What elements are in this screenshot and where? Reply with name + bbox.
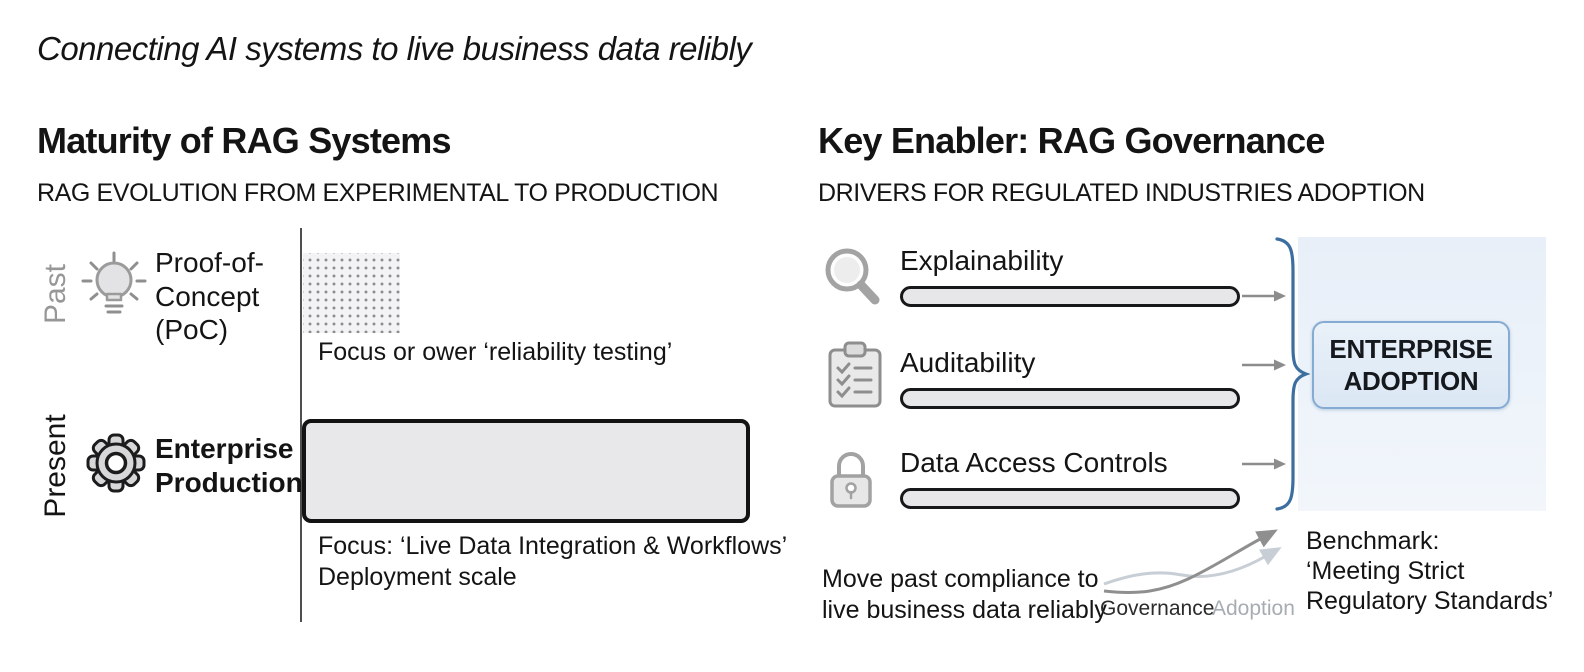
benchmark-note: Benchmark: ‘Meeting Strict Regulatory St… — [1306, 527, 1554, 615]
left-section-subtitle: RAG EVOLUTION FROM EXPERIMENTAL TO PRODU… — [37, 179, 719, 207]
legend-adoption: Adoption — [1212, 597, 1295, 620]
arrow-right-icon — [1242, 290, 1286, 302]
padlock-icon — [830, 452, 872, 508]
right-section-subtitle: DRIVERS FOR REGULATED INDUSTRIES ADOPTIO… — [818, 179, 1425, 207]
enterprise-production-caption: Focus: ‘Live Data Integration & Workflow… — [318, 532, 788, 591]
poc-bar-dotted — [303, 253, 400, 333]
driver-bar-data-access-controls — [900, 488, 1240, 509]
clipboard-checklist-icon — [828, 341, 882, 408]
magnifier-icon — [825, 248, 880, 305]
timeline-axis — [300, 228, 302, 622]
governance-adoption-trend-chart — [1103, 529, 1282, 594]
enterprise-production-label: Enterprise Production — [155, 433, 303, 498]
right-section-title: Key Enabler: RAG Governance — [818, 120, 1325, 161]
era-label-present: Present — [39, 414, 72, 518]
arrow-right-icon — [1242, 458, 1286, 470]
footer-note: Move past compliance to live business da… — [822, 565, 1107, 624]
legend-governance: Governance — [1100, 597, 1215, 620]
arrow-right-icon — [1242, 359, 1286, 371]
driver-bar-explainability — [900, 286, 1240, 307]
enterprise-adoption-box: ENTERPRISE ADOPTION — [1312, 321, 1510, 409]
lightbulb-icon — [81, 251, 147, 314]
poc-label: Proof-of- Concept (PoC) — [155, 247, 264, 346]
gear-icon — [86, 433, 146, 493]
curly-brace — [1275, 237, 1310, 511]
enterprise-production-bar — [302, 419, 750, 523]
driver-label-auditability: Auditability — [900, 347, 1036, 378]
driver-label-data-access-controls: Data Access Controls — [900, 447, 1168, 478]
driver-label-explainability: Explainability — [900, 245, 1064, 276]
left-section-title: Maturity of RAG Systems — [37, 120, 452, 161]
poc-caption: Focus or ower ‘reliability testing’ — [318, 338, 673, 366]
page-title: Connecting AI systems to live business d… — [37, 30, 752, 67]
driver-bar-auditability — [900, 388, 1240, 409]
era-label-past: Past — [39, 263, 72, 325]
